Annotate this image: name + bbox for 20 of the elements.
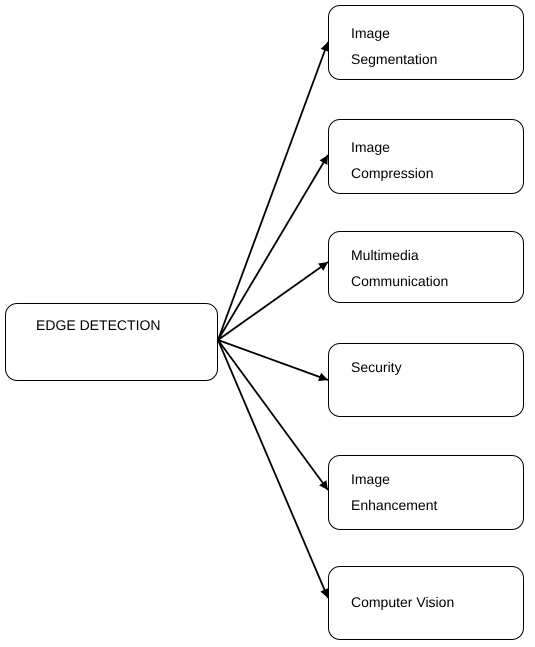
node-label: Security	[351, 358, 403, 377]
process-box	[328, 231, 524, 303]
process-box	[5, 303, 218, 381]
process-box	[328, 343, 524, 417]
node-label: Image Segmentation	[351, 24, 438, 69]
process-box	[328, 566, 524, 640]
arrow	[217, 154, 329, 340]
node-label: EDGE DETECTION	[36, 316, 162, 335]
arrow	[217, 261, 329, 341]
arrow	[218, 339, 328, 382]
node-label: Computer Vision	[351, 593, 456, 612]
process-box	[328, 119, 524, 194]
process-box	[328, 455, 524, 530]
node-label: Image Enhancement	[351, 470, 438, 515]
arrow	[217, 340, 329, 598]
node-label: Multimedia Communication	[351, 246, 450, 291]
arrow	[217, 42, 330, 340]
process-box	[328, 5, 524, 80]
node-label: Image Compression	[351, 138, 434, 183]
arrow	[217, 339, 329, 491]
